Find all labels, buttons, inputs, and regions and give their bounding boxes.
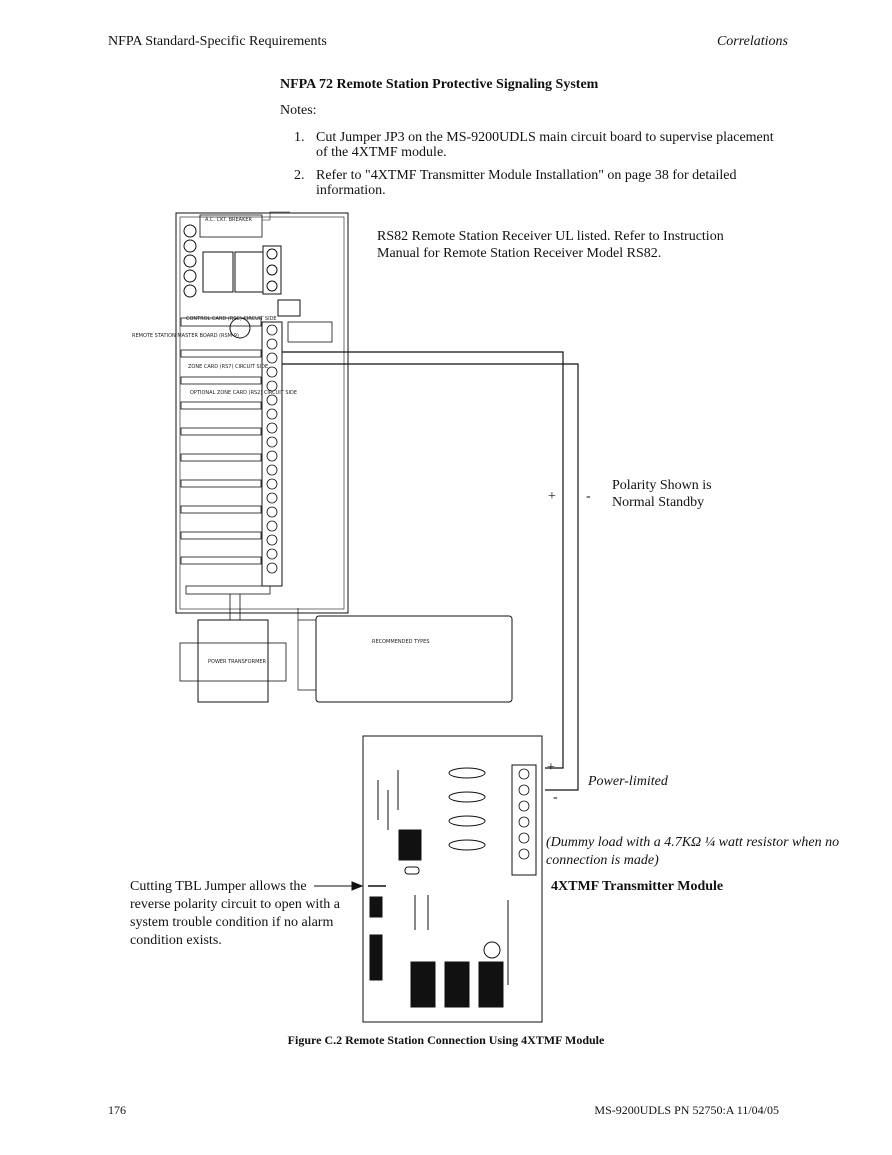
relay-1	[410, 961, 436, 1008]
signal-wire-minus	[282, 363, 579, 791]
polarity-note: Polarity Shown is Normal Standby	[612, 478, 712, 510]
header-left: NFPA Standard-Specific Requirements	[108, 34, 327, 49]
label-control-card: CONTROL CARD (RSC) CIRCUIT SIDE	[186, 316, 277, 322]
power-transformer	[197, 619, 269, 703]
battery	[315, 615, 513, 703]
module-terminal-block	[511, 764, 537, 876]
label-optional-zone: OPTIONAL ZONE CARD (RS2) CIRCUIT SIDE	[190, 390, 297, 396]
figure-caption: Figure C.2 Remote Station Connection Usi…	[287, 1033, 605, 1047]
label-remote-station: REMOTE STATION MASTER BOARD (RSM-9)	[132, 333, 239, 339]
signal-wire-plus	[282, 351, 564, 769]
page-number: 176	[108, 1103, 126, 1117]
note-text: Cut Jumper JP3 on the MS-9200UDLS main c…	[316, 130, 774, 160]
label-battery-types: RECOMMENDED TYPES	[372, 639, 430, 645]
notes-label: Notes:	[280, 103, 317, 118]
note-number: 1.	[294, 130, 305, 145]
plus-sign-module: +	[547, 760, 555, 775]
label-ac-breaker: A.C. CKT. BREAKER	[205, 217, 253, 223]
relay-3	[478, 961, 504, 1008]
label-power-transformer: POWER TRANSFORMER	[208, 659, 267, 665]
relay-2	[444, 961, 470, 1008]
label-zone-card: ZONE CARD (RS7) CIRCUIT SIDE	[188, 364, 268, 370]
minus-sign-module: -	[553, 790, 558, 805]
module-label: 4XTMF Transmitter Module	[551, 879, 724, 894]
footer-doc-id: MS-9200UDLS PN 52750:A 11/04/05	[594, 1103, 779, 1117]
minus-sign: -	[586, 489, 591, 504]
power-terminals	[262, 245, 282, 295]
note-text: Refer to "4XTMF Transmitter Module Insta…	[316, 168, 737, 198]
section-title: NFPA 72 Remote Station Protective Signal…	[280, 77, 599, 92]
transmitter-module-board	[362, 735, 543, 1023]
terminal-strip-screws	[266, 324, 278, 574]
module-resistors	[377, 767, 509, 985]
dummy-load-note: (Dummy load with a 4.7KΩ ¼ watt resistor…	[546, 835, 840, 868]
rs82-note: RS82 Remote Station Receiver UL listed. …	[377, 229, 724, 261]
dry-contact-terminals	[183, 224, 197, 298]
power-limited-label: Power-limited	[588, 774, 668, 789]
card-slots	[180, 349, 262, 565]
header-right: Correlations	[716, 34, 788, 49]
tbl-jumper-note: Cutting TBL Jumper allows the reverse po…	[130, 879, 340, 948]
note-number: 2.	[294, 168, 305, 183]
panel-enclosure	[175, 212, 349, 614]
plus-sign: +	[548, 489, 556, 504]
